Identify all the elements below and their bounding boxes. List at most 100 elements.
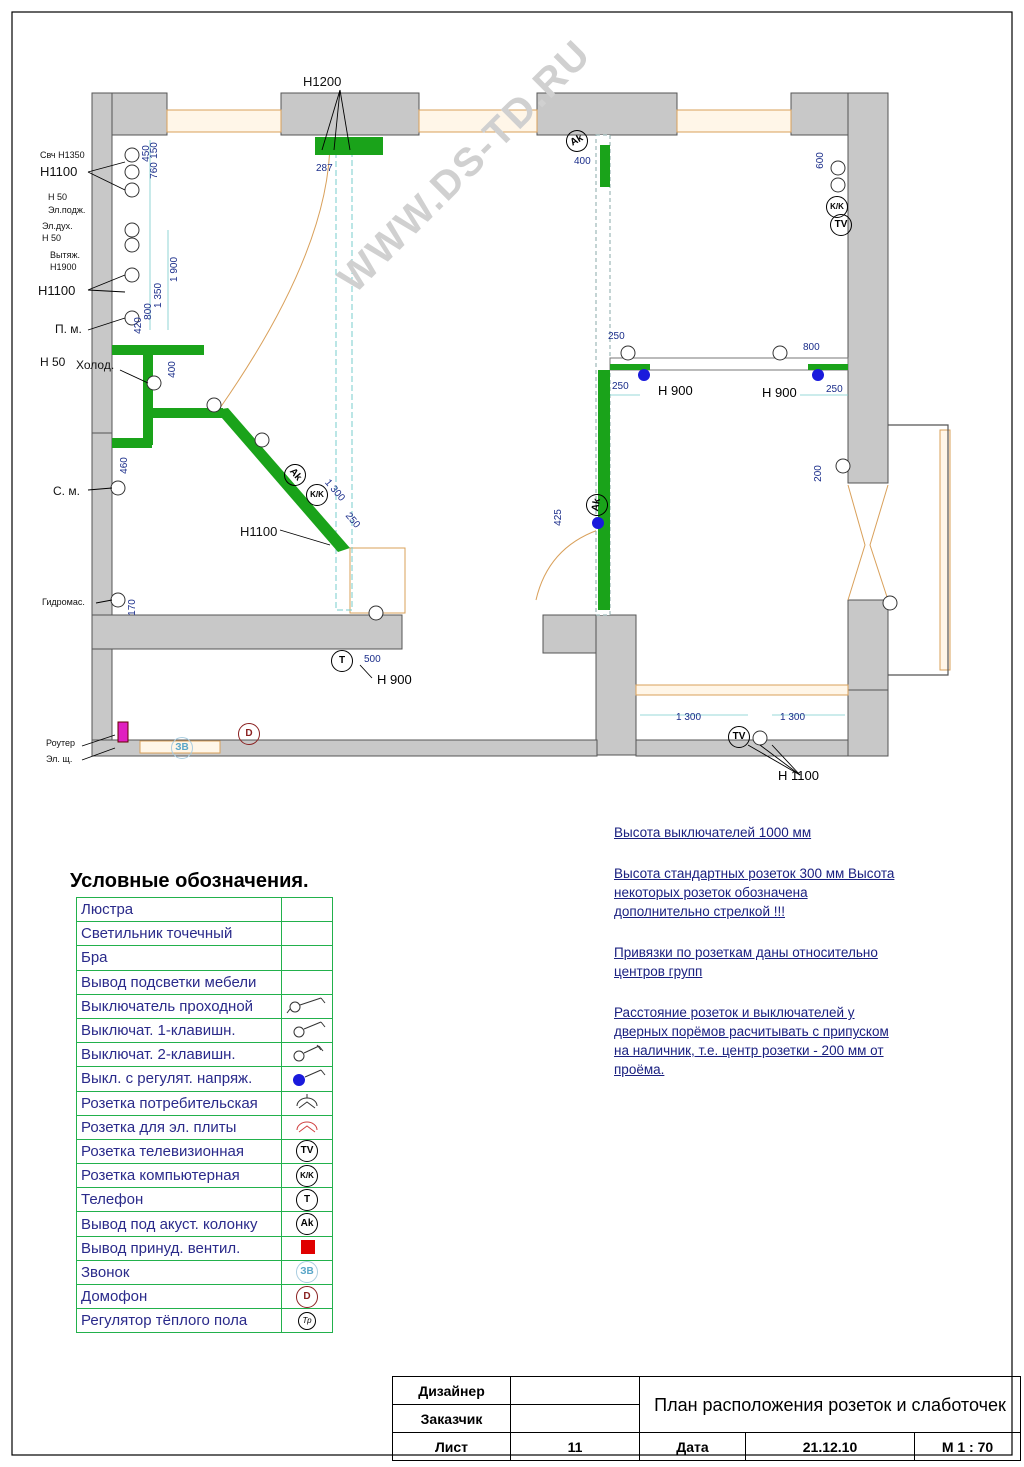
label-h900-b: H 900 xyxy=(762,385,797,400)
customer-value xyxy=(510,1404,640,1433)
floor-heating-regulator-icon: Тр xyxy=(298,1311,316,1330)
legend-row: Розетка телевизионная TV xyxy=(76,1138,333,1165)
intercom-icon: D xyxy=(296,1285,318,1308)
note-3: Привязки по розеткам даны относительно ц… xyxy=(614,945,878,979)
dim-500: 500 xyxy=(364,654,381,665)
dim-1900: 1 900 xyxy=(169,256,181,283)
designer-value xyxy=(510,1376,640,1405)
plan-title: План расположения розеток и слаботочек xyxy=(639,1376,1021,1433)
label-vytyazh: Вытяж. xyxy=(50,250,80,260)
legend-row: Выключат. 1-клавишн. xyxy=(76,1017,333,1044)
label-h1100-a: H1100 xyxy=(40,164,78,179)
dimmer-icon xyxy=(281,1066,333,1092)
green-partitions xyxy=(112,137,848,610)
legend-item-name: Регулятор тёплого пола xyxy=(76,1308,282,1334)
dim-250-c: 250 xyxy=(612,381,629,392)
doorbell-icon: ЗВ xyxy=(171,737,193,759)
dim-800-b: 800 xyxy=(803,342,820,353)
legend-row: Розетка компьютерная K/K xyxy=(76,1163,333,1189)
dim-425: 425 xyxy=(552,509,564,526)
label-pm: П. м. xyxy=(55,322,82,336)
legend-row: Люстра xyxy=(76,896,333,923)
legend-item-name: Вывод под акуст. колонку xyxy=(76,1211,282,1237)
legend-item-name: Выключатель проходной xyxy=(76,993,282,1019)
legend-row: Вывод принуд. вентил. xyxy=(76,1235,333,1261)
label-router: Роутер xyxy=(46,738,76,748)
label-h1900: H1900 xyxy=(50,262,77,272)
customer-label: Заказчик xyxy=(392,1404,511,1433)
legend-row: Розетка для эл. плиты xyxy=(76,1114,333,1140)
router-icon xyxy=(117,721,129,743)
legend-row: Розетка потребительская xyxy=(76,1090,333,1116)
legend-item-name: Выключат. 2-клавишн. xyxy=(76,1042,282,1068)
note-2: Высота стандартных розеток 300 мм Высота… xyxy=(614,866,895,919)
legend-row: Регулятор тёплого пола Тр xyxy=(76,1308,333,1334)
legend-item-name: Выкл. с регулят. напряж. xyxy=(76,1066,282,1092)
label-h1100-d: H 1100 xyxy=(778,768,819,783)
dim-250-d: 250 xyxy=(826,384,843,395)
label-svch: Свч H1350 xyxy=(40,150,85,160)
computer-socket-icon: K/K xyxy=(306,484,328,506)
dim-1350: 1 350 xyxy=(153,282,165,309)
label-h1200: H1200 xyxy=(303,74,342,89)
title-block: Дизайнер План расположения розеток и сла… xyxy=(392,1376,1021,1461)
dim-150: 150 xyxy=(148,142,160,159)
legend-item-name: Вывод принуд. вентил. xyxy=(76,1235,282,1261)
legend-item-name: Розетка компьютерная xyxy=(76,1163,282,1189)
sheet-label: Лист xyxy=(392,1432,511,1461)
intercom-icon: D xyxy=(238,723,260,745)
note-1: Высота выключателей 1000 мм xyxy=(614,825,812,840)
date-label: Дата xyxy=(639,1432,746,1461)
legend-row: Выключатель проходной xyxy=(76,993,333,1019)
label-h1100-b: H1100 xyxy=(38,283,76,298)
dim-400-a: 400 xyxy=(574,156,591,167)
dim-170: 170 xyxy=(126,599,138,616)
dim-1300-b: 1 300 xyxy=(676,712,702,723)
phone-icon: T xyxy=(331,650,353,672)
speaker-ak-icon: Ak xyxy=(296,1213,318,1236)
legend-item-name: Бра xyxy=(76,945,282,971)
designer-label: Дизайнер xyxy=(392,1376,511,1405)
computer-socket-icon: K/K xyxy=(296,1164,318,1187)
socket-icon xyxy=(281,1090,333,1116)
label-kholod: Холод. xyxy=(76,358,115,372)
label-el-dukh: Эл.дух. xyxy=(42,221,73,231)
scale: М 1 : 70 xyxy=(914,1432,1021,1461)
label-gidromas: Гидромас. xyxy=(42,597,85,607)
legend-item-name: Розетка телевизионная xyxy=(76,1138,282,1165)
legend-row: Светильник точечный xyxy=(76,921,333,947)
label-h50-b: H 50 xyxy=(42,233,62,243)
dim-287: 287 xyxy=(316,163,333,174)
walls xyxy=(91,92,889,757)
legend-item-name: Вывод подсветки мебели xyxy=(76,969,282,995)
legend-row: Выключат. 2-клавишн. xyxy=(76,1042,333,1068)
switch-2-icon xyxy=(281,1042,333,1068)
tv-socket-icon: TV xyxy=(728,726,750,748)
dim-600: 600 xyxy=(814,152,826,169)
legend-item-name: Розетка для эл. плиты xyxy=(76,1114,282,1140)
legend-row: Бра xyxy=(76,945,333,971)
legend-item-name: Выключат. 1-клавишн. xyxy=(76,1017,282,1044)
tv-socket-icon: TV xyxy=(830,214,852,236)
tv-socket-icon: TV xyxy=(296,1140,318,1163)
note-4: Расстояние розеток и выключателей у двер… xyxy=(614,1005,889,1077)
dim-800-a: 800 xyxy=(142,303,154,320)
phone-icon: T xyxy=(296,1188,318,1211)
label-el-sch: Эл. щ. xyxy=(46,754,73,764)
legend-row: Вывод подсветки мебели xyxy=(76,969,333,995)
switch-pass-icon xyxy=(281,993,333,1019)
dim-200: 200 xyxy=(812,465,824,482)
vent-icon xyxy=(281,1235,333,1261)
legend-item-name: Домофон xyxy=(76,1283,282,1310)
legend-item-name: Розетка потребительская xyxy=(76,1090,282,1116)
legend-row: Домофон D xyxy=(76,1283,333,1310)
legend-row: Вывод под акуст. колонку Ak xyxy=(76,1211,333,1237)
label-h900-c: H 900 xyxy=(377,672,412,687)
dim-460: 460 xyxy=(118,457,130,474)
legend-item-name: Звонок xyxy=(76,1259,282,1286)
legend-title: Условные обозначения. xyxy=(70,870,309,892)
